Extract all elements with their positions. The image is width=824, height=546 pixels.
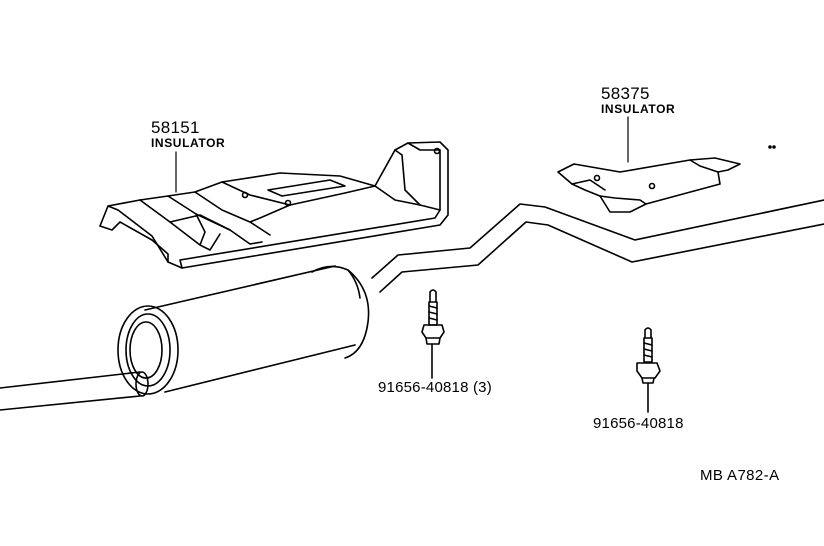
part-name-insulator-rear: INSULATOR (601, 102, 676, 116)
part-number-bolt-right: 91656-40818 (593, 415, 684, 432)
insulator-58375-shape (557, 145, 776, 213)
muffler (117, 265, 370, 395)
bolt-right-shape (636, 327, 661, 413)
part-number-58375: 58375 (601, 84, 650, 103)
part-name-insulator-front: INSULATOR (151, 136, 226, 150)
bolt-left-shape (421, 289, 445, 379)
part-number-bolt-left: 91656-40818 (3) (378, 379, 492, 396)
diagram-reference-code: MB A782-A (700, 467, 780, 484)
exhaust-pipe (0, 199, 824, 411)
part-number-58151: 58151 (151, 118, 200, 137)
leader-lines (175, 116, 629, 193)
insulator-58151-shape (99, 141, 449, 269)
